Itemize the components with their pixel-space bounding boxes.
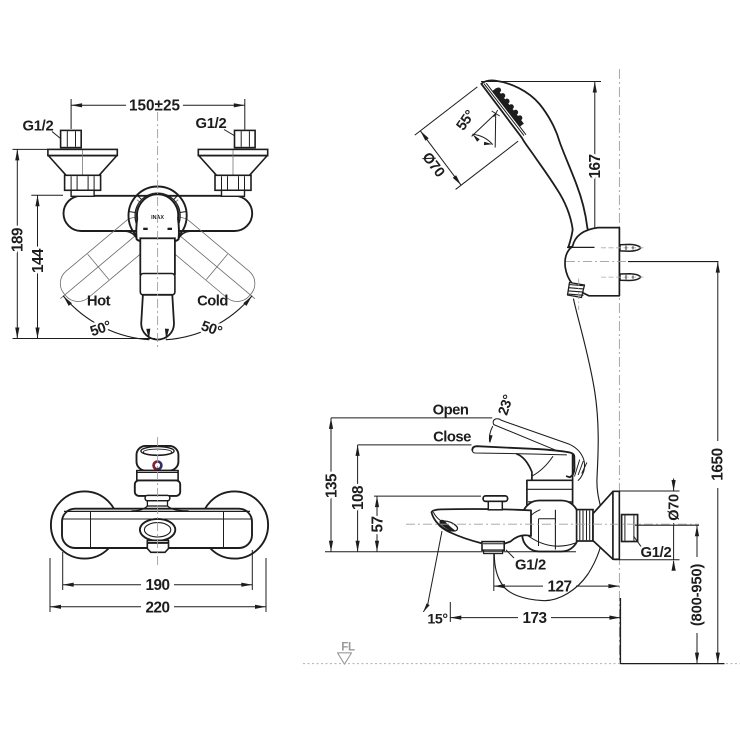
svg-text:144: 144 [30,248,47,273]
svg-text:1650: 1650 [710,448,727,480]
svg-text:220: 220 [145,599,169,616]
svg-text:Cold: Cold [197,294,228,310]
svg-text:FL: FL [341,642,355,654]
svg-text:G1/2: G1/2 [196,116,227,132]
svg-text:Ø70: Ø70 [667,494,683,521]
svg-text:173: 173 [522,610,546,627]
svg-text:167: 167 [587,154,604,178]
svg-text:Open: Open [433,403,469,419]
svg-text:190: 190 [145,577,169,594]
svg-text:15°: 15° [427,612,448,628]
svg-text:150±25: 150±25 [129,98,180,115]
svg-text:G1/2: G1/2 [641,545,672,561]
svg-text:189: 189 [10,228,27,252]
svg-text:(800-950): (800-950) [689,564,705,627]
svg-text:Close: Close [433,430,471,446]
svg-text:57: 57 [369,516,386,532]
svg-text:G1/2: G1/2 [515,558,546,574]
svg-text:135: 135 [323,473,340,498]
svg-text:108: 108 [350,485,367,510]
svg-text:G1/2: G1/2 [23,119,54,135]
svg-text:Hot: Hot [87,294,111,310]
svg-text:23°: 23° [495,392,517,417]
svg-text:127: 127 [547,579,571,596]
